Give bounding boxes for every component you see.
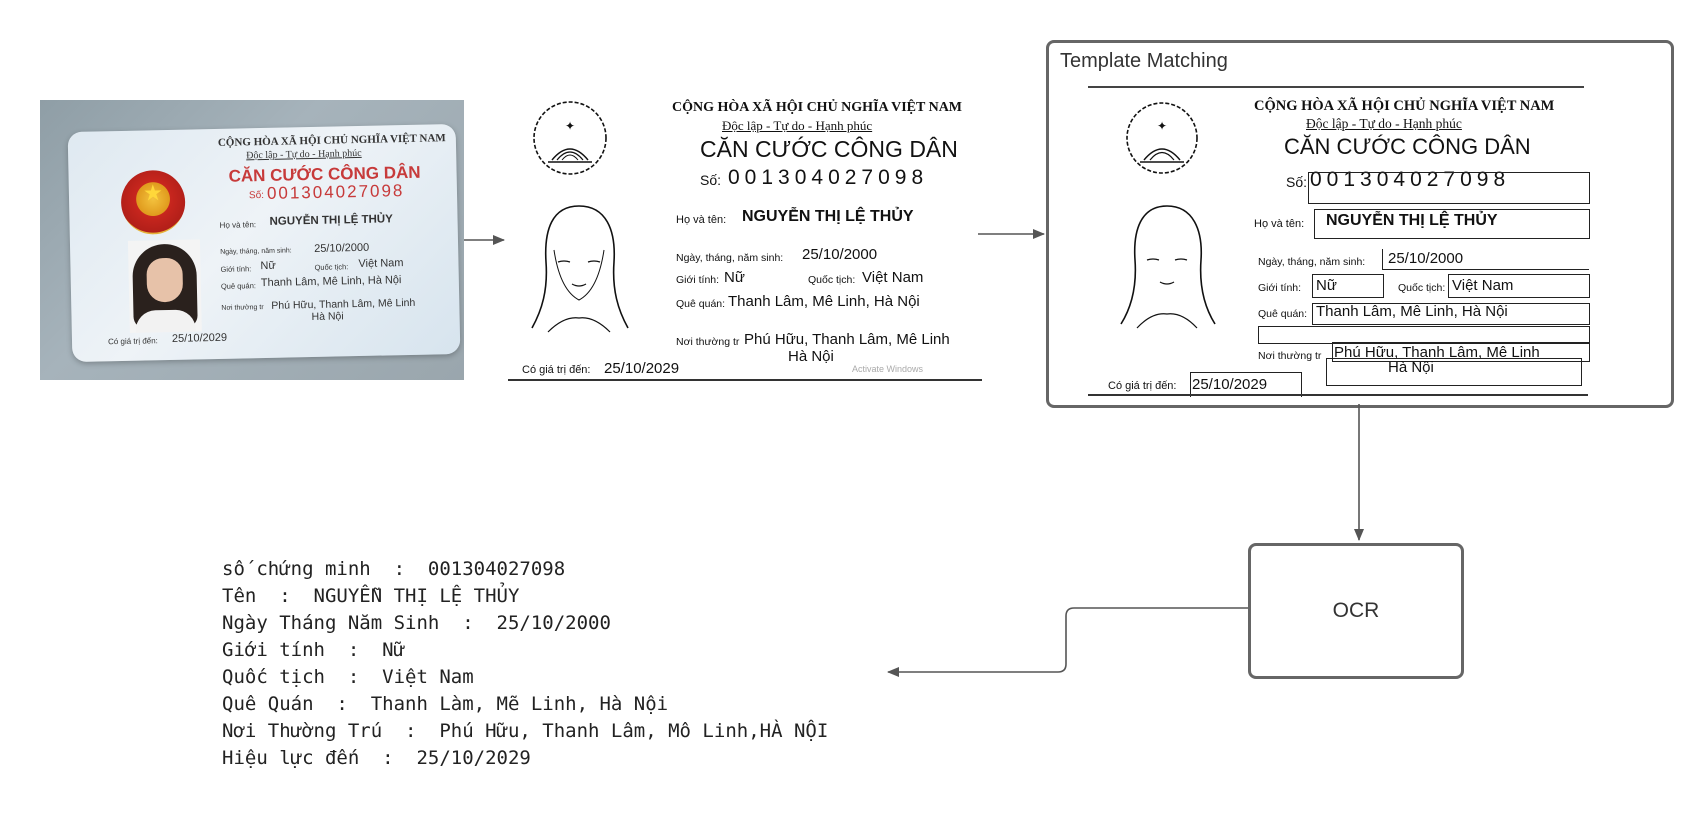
result-row-hometown: Quê Quán : Thanh Làm, Mẽ Linh, Hà Nội	[222, 691, 828, 718]
ocr-result: số chứng minh : 001304027098 Tên : NGUYỄ…	[222, 556, 828, 772]
result-row-name: Tên : NGUYỄN THỊ LỆ THỦY	[222, 583, 828, 610]
arrow-ocr-to-result	[888, 608, 1248, 672]
result-row-dob: Ngày Tháng Năm Sinh : 25/10/2000	[222, 610, 828, 637]
result-row-id-number: số chứng minh : 001304027098	[222, 556, 828, 583]
result-row-expiry: Hiệu lực đến : 25/10/2029	[222, 745, 828, 772]
result-row-residence: Nơi Thường Trú : Phú Hữu, Thanh Lâm, Mô …	[222, 718, 828, 745]
result-row-nationality: Quốc tịch : Việt Nam	[222, 664, 828, 691]
result-row-sex: Giới tính : Nữ	[222, 637, 828, 664]
